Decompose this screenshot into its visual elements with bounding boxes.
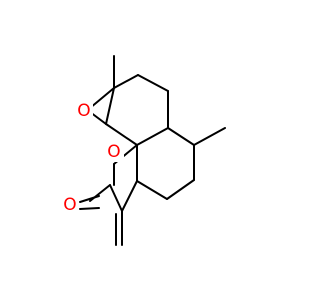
structure-canvas: O O O (61, 55, 226, 246)
bond-methyl-right (193, 127, 226, 146)
bond-lactone-4 (109, 184, 123, 212)
bond-carbonyl-1 (79, 195, 100, 203)
bond-ring-top-1 (113, 74, 139, 89)
epoxide-oxygen-background (75, 101, 93, 121)
bonds (79, 55, 226, 246)
bond-ring-top-4 (136, 127, 169, 146)
bond-ring-right-1 (167, 127, 195, 146)
molecule-diagram: O O O (61, 55, 226, 246)
ring-oxygen-background (106, 142, 124, 162)
carbonyl-oxygen-background (61, 195, 79, 215)
bond-epoxide-o-1 (89, 87, 115, 109)
bond-carbonyl-2 (79, 207, 100, 210)
carbonyl-oxygen-label: O (63, 195, 76, 215)
atom-labels: O O O (61, 101, 124, 215)
ring-oxygen-label: O (107, 142, 120, 162)
bond-lactone-5 (121, 180, 138, 212)
bond-ring-top-5 (105, 123, 138, 146)
bond-ring-right-3 (166, 179, 195, 200)
bond-epoxide-cc (105, 87, 115, 125)
epoxide-oxygen-label: O (77, 101, 90, 121)
bond-ring-right-4 (136, 180, 168, 200)
bond-ring-top-2 (137, 74, 169, 92)
